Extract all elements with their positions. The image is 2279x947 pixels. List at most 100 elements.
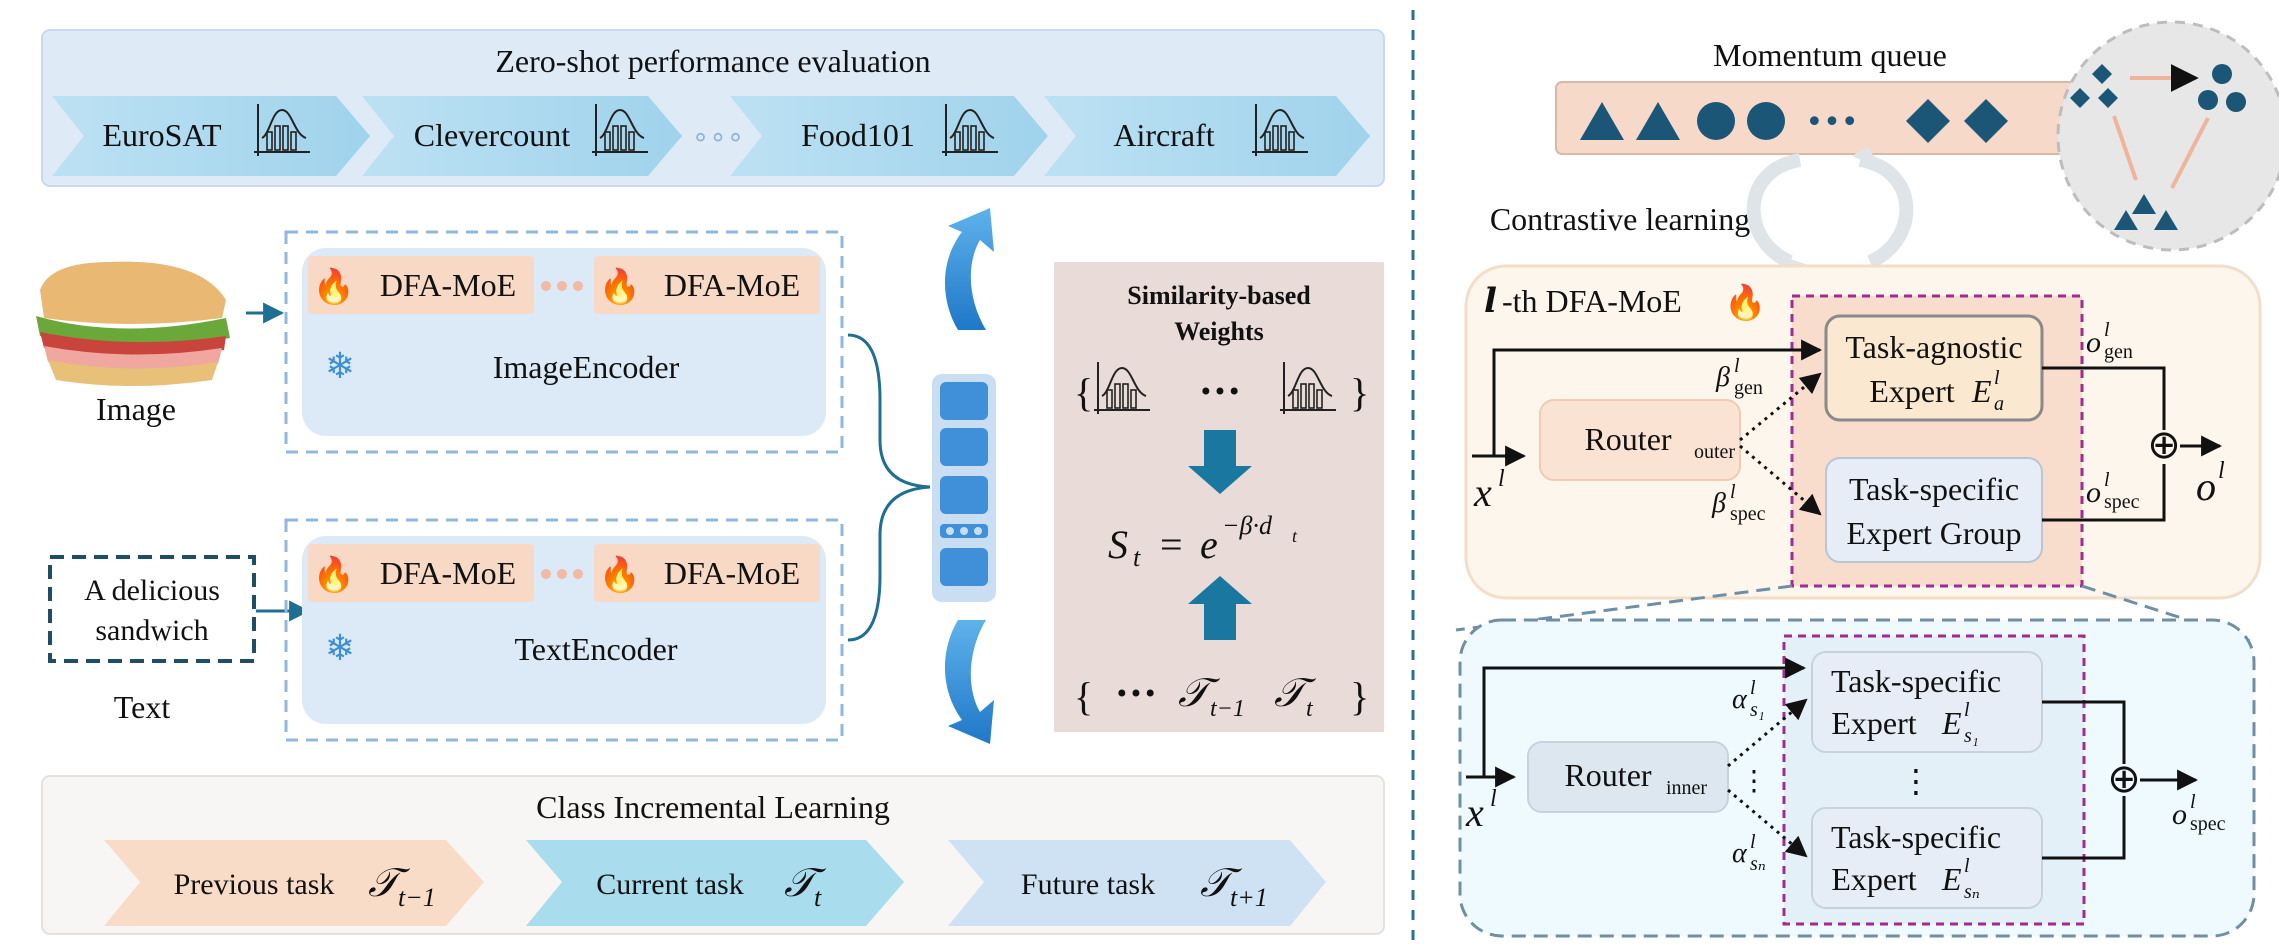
formula-s-sub: t [1133,543,1141,572]
fire-icon: 🔥 [1724,283,1766,323]
snowflake-icon: ❄ [325,628,355,669]
cycle-arrows [1746,146,1914,282]
beta-spec: β [1711,488,1726,519]
o-gen-sup: l [2104,319,2110,341]
inner-x: x [1465,790,1484,835]
embedding-space [2056,20,2279,252]
o-gen: o [2086,326,2101,359]
down-arrow [1188,430,1252,494]
dfa-moe-outer-panel: 𝒍 -th DFA-MoE 🔥 Router outer Task-agnost… [1464,264,2262,600]
vertical-dots: ⋮ [1900,762,1932,800]
dataset-chevron-clevercount: Clevercount [362,96,682,176]
task-sub-future: t+1 [1230,883,1268,912]
task-label-future: Future task [1021,868,1155,901]
expert-1-label-1: Task-specific [1831,663,2001,699]
oplus-symbol: ⊕ [2147,422,2181,468]
fire-icon: 🔥 [313,267,355,307]
formula-eq: = [1160,522,1183,567]
fire-icon: 🔥 [599,267,641,307]
router-inner-sub: inner [1666,777,1707,799]
similarity-dots: ••• [1115,680,1157,708]
expert-n-label-1: Task-specific [1831,819,2001,855]
o-spec-sub: spec [2104,491,2140,513]
inner-o-spec-sub: spec [2190,813,2226,835]
beta-spec-sub: spec [1730,503,1766,525]
router-vertical-dots: ⋮ [1740,764,1768,797]
inner-o-spec-sup: l [2190,791,2196,813]
o-spec: o [2086,476,2101,509]
dataset-label-aircraft: Aircraft [1113,117,1214,153]
task-chevron-previous: Previous task 𝒯 t−1 [104,840,484,926]
task-agnostic-label-1: Task-agnostic [1845,329,2022,365]
o-out: o [2196,464,2216,509]
alpha-1-sup: l [1750,677,1756,699]
similarity-title-1: Similarity-based [1127,281,1311,310]
expert-n-e: E [1941,861,1962,897]
expert-n-sub: sₙ [1964,881,1980,903]
expert-1-sub: s₁ [1964,725,1979,747]
image-encoder-block: 🔥 DFA-MoE 🔥 DFA-MoE ❄ ImageEncoder [284,230,844,454]
formula-e: e [1200,522,1218,567]
task-sub-previous: t−1 [398,883,436,912]
beta-spec-sup: l [1730,481,1736,503]
dataset-label-food101: Food101 [801,117,915,153]
sandwich-image [36,261,230,386]
dfa-moe-tag [308,544,534,602]
text-encoder-label: TextEncoder [514,631,677,667]
inner-oplus: ⊕ [2107,756,2141,802]
dfa-moe-label: DFA-MoE [664,555,800,591]
formula-exp: −β·d [1222,511,1273,540]
dataset-chevron-aircraft: Aircraft [1044,96,1370,176]
expert-e-sup: l [1994,367,2000,389]
x-symbol: x [1473,470,1492,515]
cil-title: Class Incremental Learning [536,789,890,825]
brace-right: } [1350,674,1369,719]
similarity-panel: Similarity-based Weights { ••• } S t = e… [1054,262,1384,732]
image-encoder-label: ImageEncoder [493,349,680,385]
similarity-title-2: Weights [1174,317,1264,346]
formula-s: S [1108,522,1128,567]
text-input-line-2: sandwich [95,614,208,647]
expert-n-label-2: Expert [1831,861,1916,897]
momentum-queue: Momentum queue ••• [1555,37,2101,155]
dataset-ellipsis: ∘∘∘ [692,120,745,153]
up-curved-arrow [944,208,994,330]
o-out-sup: l [2218,458,2225,484]
fire-icon: 🔥 [313,555,355,595]
task-chevron-current: Current task 𝒯 t [526,840,904,926]
o-spec-sup: l [2104,469,2110,491]
momentum-title: Momentum queue [1713,37,1947,73]
task-cur-sub: t [1306,696,1314,722]
zero-shot-panel: Zero-shot performance evaluation EuroSAT… [41,29,1385,187]
text-encoder-block: 🔥 DFA-MoE 🔥 DFA-MoE ❄ TextEncoder [284,518,844,742]
brace-right: } [1350,370,1369,415]
dataset-label-clevercount: Clevercount [414,117,571,153]
formula-exp-sub: t [1292,526,1298,546]
dfa-moe-label: DFA-MoE [380,555,516,591]
task-agnostic-label-2: Expert [1869,373,1954,409]
alpha-1: α [1732,684,1748,715]
expert-e: E [1971,373,1992,409]
contrastive-label: Contrastive learning [1490,201,1750,237]
dataset-chevron-food101: Food101 [730,96,1048,176]
task-specific-group-label-1: Task-specific [1849,471,2019,507]
inner-expert-panel: Router inner Task-specific Expert E l s₁… [1458,618,2256,938]
similarity-dots: ••• [1199,378,1241,406]
task-label-current: Current task [596,868,743,901]
router-inner-box [1527,741,1729,813]
brace-left: { [1074,674,1093,719]
queue-dots: ••• [1805,105,1858,140]
dfa-moe-tag [594,544,820,602]
router-outer-sub: outer [1694,441,1735,463]
up-arrow [1188,576,1252,640]
beta-gen-sup: l [1734,355,1740,377]
expert-1-sup: l [1964,699,1970,721]
task-specific-group [1825,457,2043,563]
image-label: Image [96,391,176,427]
snowflake-icon: ❄ [325,346,355,387]
layer-index-l: 𝒍 [1484,283,1497,320]
dfa-moe-title: -th DFA-MoE [1502,283,1682,319]
text-label: Text [114,689,171,725]
task-sub-current: t [814,883,822,912]
